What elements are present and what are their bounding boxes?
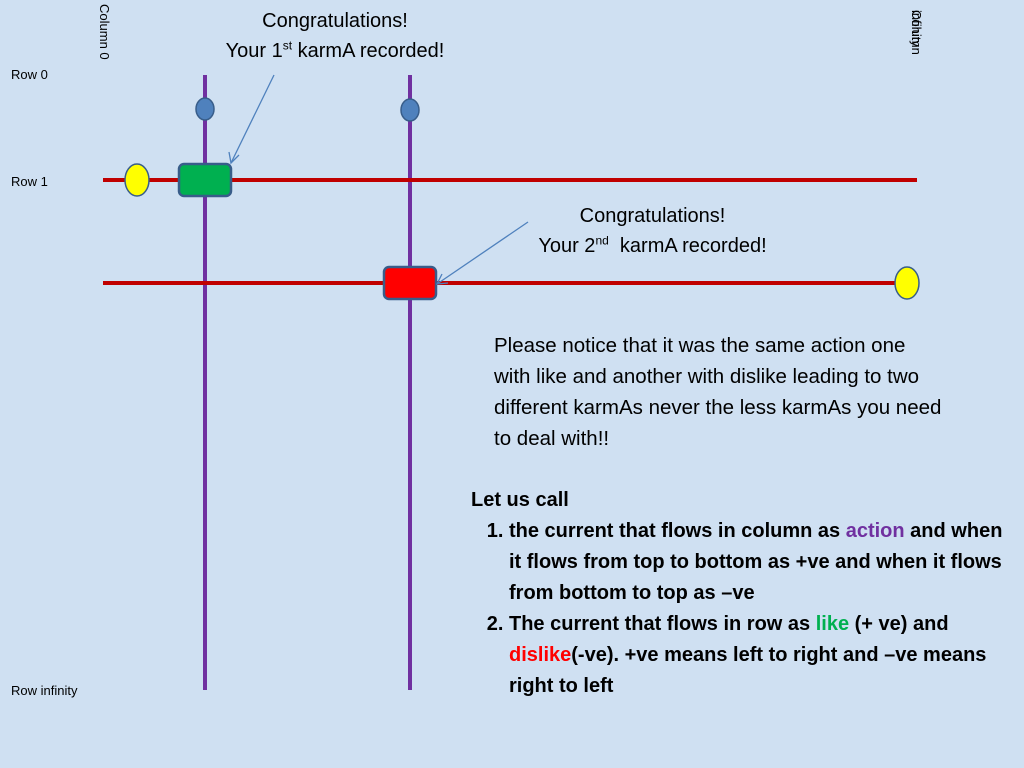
row-infinity-label: Row infinity (11, 683, 78, 698)
keyword-dislike: dislike (509, 644, 572, 666)
callout-first-line2: Your 1st karmA recorded! (190, 36, 480, 66)
definitions-heading: Let us call (471, 489, 569, 511)
callout-second-karma: Congratulations! Your 2nd karmA recorded… (505, 201, 800, 261)
callout-pointer-1 (230, 74, 275, 164)
notice-paragraph: Please notice that it was the same actio… (494, 334, 942, 450)
callout-first-text-post: karmA recorded! (292, 40, 445, 62)
definitions-block: Let us call the current that flows in co… (471, 485, 1016, 702)
keyword-action: action (845, 520, 905, 542)
definition-like-text-post: (-ve). +ve means left to right and –ve m… (509, 644, 987, 697)
callout-second-line1: Congratulations! (579, 205, 726, 227)
callout-second-text-post: karmA recorded! (608, 235, 767, 257)
row-source-dot-2 (894, 266, 920, 300)
keyword-like: like (815, 613, 850, 635)
callout-arrowhead-2 (435, 273, 449, 285)
definition-item-action: the current that flows in column as acti… (509, 516, 1016, 609)
definitions-list: the current that flows in column as acti… (471, 516, 1016, 702)
column-source-dot-2 (400, 98, 420, 122)
callout-first-text-pre: Your 1 (225, 40, 283, 62)
karma-block-red (382, 265, 438, 301)
row-1-label: Row 1 (11, 174, 48, 189)
karma-block-green (177, 162, 233, 198)
row-source-dot-1 (124, 163, 150, 197)
column-infinity-label-line1: Column (909, 10, 924, 55)
definition-like-text-mid: (+ ve) and (849, 613, 949, 635)
callout-second-ordinal: nd (595, 233, 609, 248)
callout-second-text-pre: Your 2 (538, 235, 596, 257)
column-source-dot-1 (195, 97, 215, 121)
callout-first-ordinal: st (282, 38, 293, 53)
callout-pointer-2 (436, 221, 529, 285)
callout-first-karma: Congratulations! Your 1st karmA recorded… (190, 6, 480, 66)
definition-like-text-pre: The current that flows in row as (509, 613, 816, 635)
callout-arrowhead-1 (228, 151, 240, 165)
row-0-label: Row 0 (11, 67, 48, 82)
definition-action-text-pre: the current that flows in column as (509, 520, 846, 542)
column-infinity-label-line2: infinity (909, 10, 924, 47)
definition-action-text-post: and when it flows from top to bottom as … (509, 520, 1003, 604)
callout-second-line2: Your 2nd karmA recorded! (505, 231, 800, 261)
column-0-label: Column 0 (97, 4, 112, 60)
callout-first-line1: Congratulations! (262, 10, 408, 32)
definition-item-like-dislike: The current that flows in row as like (+… (509, 609, 1016, 702)
